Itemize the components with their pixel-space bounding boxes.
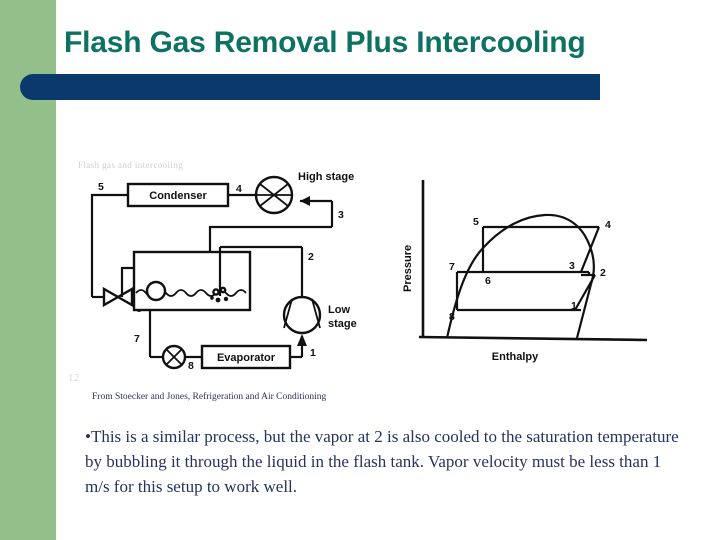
state-point-4: 4 — [236, 183, 242, 195]
low-stage-label-line2: stage — [328, 318, 357, 330]
state-point-8: 8 — [188, 360, 194, 372]
flow-arrow-into-lowstage — [297, 334, 307, 346]
ph-state-4: 4 — [605, 219, 611, 231]
state-point-2: 2 — [308, 251, 314, 263]
flow-arrow-into-highstage — [300, 196, 310, 206]
ph-state-3: 3 — [569, 260, 575, 272]
flash-tank-box — [132, 250, 252, 312]
source-credit: From Stoecker and Jones, Refrigeration a… — [92, 392, 327, 402]
ph-state-8: 8 — [449, 311, 455, 323]
enthalpy-axis — [418, 335, 648, 342]
low-stage-compressor — [282, 295, 322, 335]
ghost-cropped-number: 12 — [68, 372, 80, 384]
expansion-valve-6 — [102, 286, 134, 308]
ph-state-7: 7 — [449, 261, 455, 273]
expansion-valve-8 — [161, 344, 187, 370]
title-underline-bar — [20, 74, 600, 100]
high-stage-label: High stage — [298, 171, 354, 183]
low-stage-label-line1: Low — [328, 304, 350, 316]
refrigeration-schematic: Condenser High stage 4 3 5 — [90, 171, 357, 372]
state-point-3: 3 — [338, 209, 344, 221]
title-block: Flash Gas Removal Plus Intercooling — [56, 22, 716, 70]
body-paragraph-text: This is a similar process, but the vapor… — [85, 427, 679, 496]
line-2-to-1-diag — [574, 274, 596, 311]
state-point-1: 1 — [310, 347, 316, 359]
ph-state-1: 1 — [571, 300, 577, 312]
sat-vapor-leg — [575, 283, 593, 339]
page-title: Flash Gas Removal Plus Intercooling — [64, 26, 586, 59]
ph-state-2: 2 — [600, 267, 606, 279]
ph-state-5: 5 — [473, 216, 479, 228]
body-paragraph: •This is a similar process, but the vapo… — [85, 424, 685, 499]
line-4-to-3 — [579, 226, 601, 273]
figure-area: Condenser High stage 4 3 5 — [70, 160, 670, 390]
float-ball — [145, 280, 167, 302]
bubbles-group — [210, 286, 229, 303]
high-stage-compressor — [254, 175, 294, 215]
state-point-5: 5 — [98, 181, 104, 193]
ph-state-6: 6 — [485, 275, 491, 287]
evaporator-label: Evaporator — [217, 352, 276, 364]
y-axis-label: Pressure — [402, 245, 414, 292]
state-point-7: 7 — [134, 333, 140, 345]
pressure-enthalpy-diagram: Pressure Enthalpy 5 4 7 6 — [402, 180, 648, 363]
x-axis-label: Enthalpy — [492, 351, 539, 363]
condenser-label: Condenser — [149, 190, 207, 202]
ghost-cropped-heading: Flash gas and intercooling — [78, 160, 184, 170]
bullet-marker: • — [85, 427, 91, 446]
pipe-5-liquid-line — [90, 193, 128, 297]
saturation-dome-curve — [445, 213, 595, 339]
